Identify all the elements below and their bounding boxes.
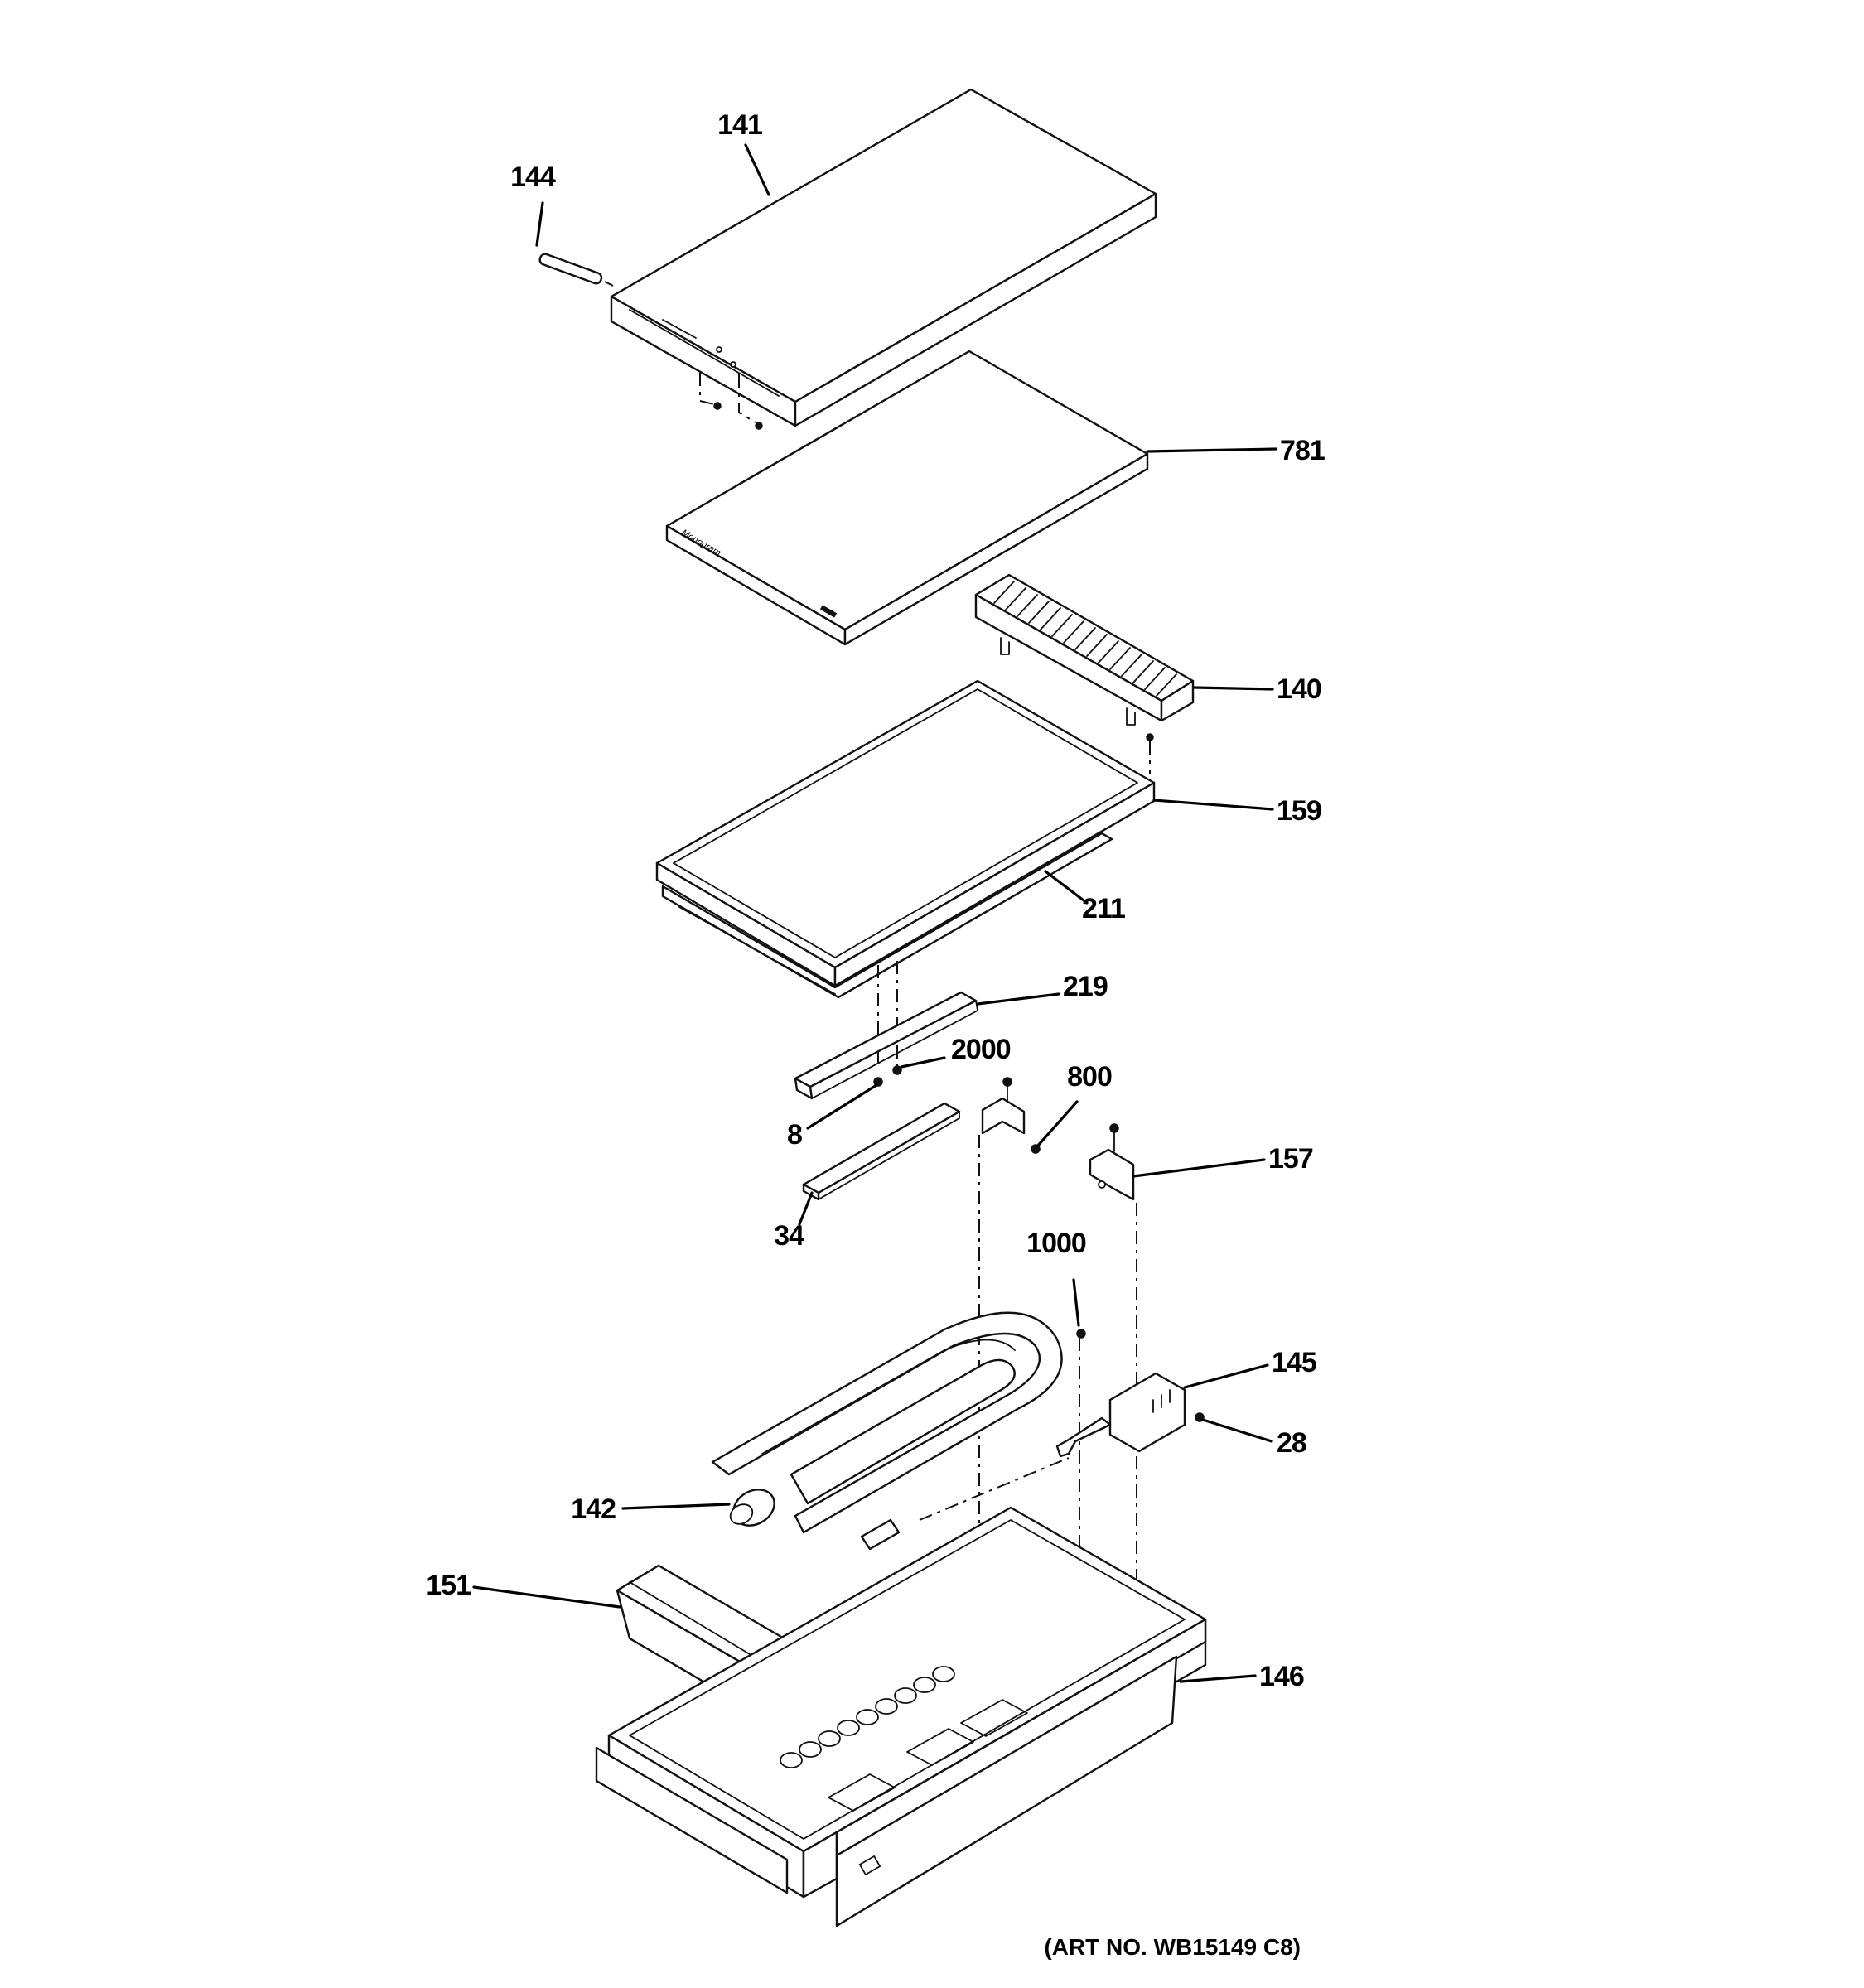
part-211-fastener-lines [877, 961, 898, 1069]
callout-781: 781 [1280, 435, 1325, 466]
callout-28: 28 [1277, 1427, 1306, 1459]
part-142-burner[interactable] [711, 1311, 1063, 1551]
part-800-bracket[interactable] [981, 1077, 1026, 1135]
callout-2000: 2000 [951, 1034, 1011, 1065]
callout-140: 140 [1277, 673, 1321, 705]
callout-labels: 141 144 781 140 159 211 219 2000 8 800 1… [426, 109, 1326, 1692]
callout-8: 8 [787, 1119, 802, 1151]
callout-145: 145 [1272, 1347, 1316, 1378]
callout-142: 142 [571, 1493, 616, 1525]
callout-1000: 1000 [1026, 1228, 1086, 1259]
callout-34: 34 [774, 1220, 804, 1252]
callout-159: 159 [1277, 795, 1321, 827]
part-2000-screw[interactable] [892, 1065, 902, 1075]
callout-219: 219 [1063, 971, 1108, 1002]
callout-211: 211 [1082, 893, 1125, 924]
burner-box-holes [780, 1666, 1028, 1812]
art-number: (ART NO. WB15149 C8) [1044, 1934, 1301, 1960]
part-141-screws [699, 373, 763, 430]
callout-146: 146 [1259, 1661, 1304, 1692]
callout-151: 151 [426, 1570, 471, 1601]
part-1000-screw[interactable] [1076, 1329, 1086, 1339]
part-781-griddle-plate[interactable]: Monogram [665, 350, 1149, 646]
part-140-vent-grille[interactable] [974, 573, 1195, 726]
part-144-rod[interactable] [538, 253, 614, 287]
part-157-igniter-bracket[interactable] [1089, 1123, 1135, 1201]
part-146-burner-box[interactable] [595, 1506, 1207, 1928]
part-34-support-bracket[interactable] [802, 1102, 961, 1201]
part-145-igniter[interactable] [1055, 1372, 1186, 1458]
part-211-heat-shield[interactable] [661, 832, 1113, 999]
part-141-cover[interactable] [610, 88, 1157, 427]
part-159-grease-tray[interactable] [655, 679, 1156, 987]
leader-lines [472, 143, 1277, 1683]
callout-141: 141 [717, 109, 762, 141]
assembly-lines [919, 1135, 1137, 1673]
callout-800: 800 [1067, 1061, 1112, 1093]
part-219-bracket[interactable] [794, 991, 978, 1100]
callout-144: 144 [510, 162, 556, 193]
callout-157: 157 [1268, 1143, 1313, 1175]
part-140-screw [1146, 733, 1154, 774]
